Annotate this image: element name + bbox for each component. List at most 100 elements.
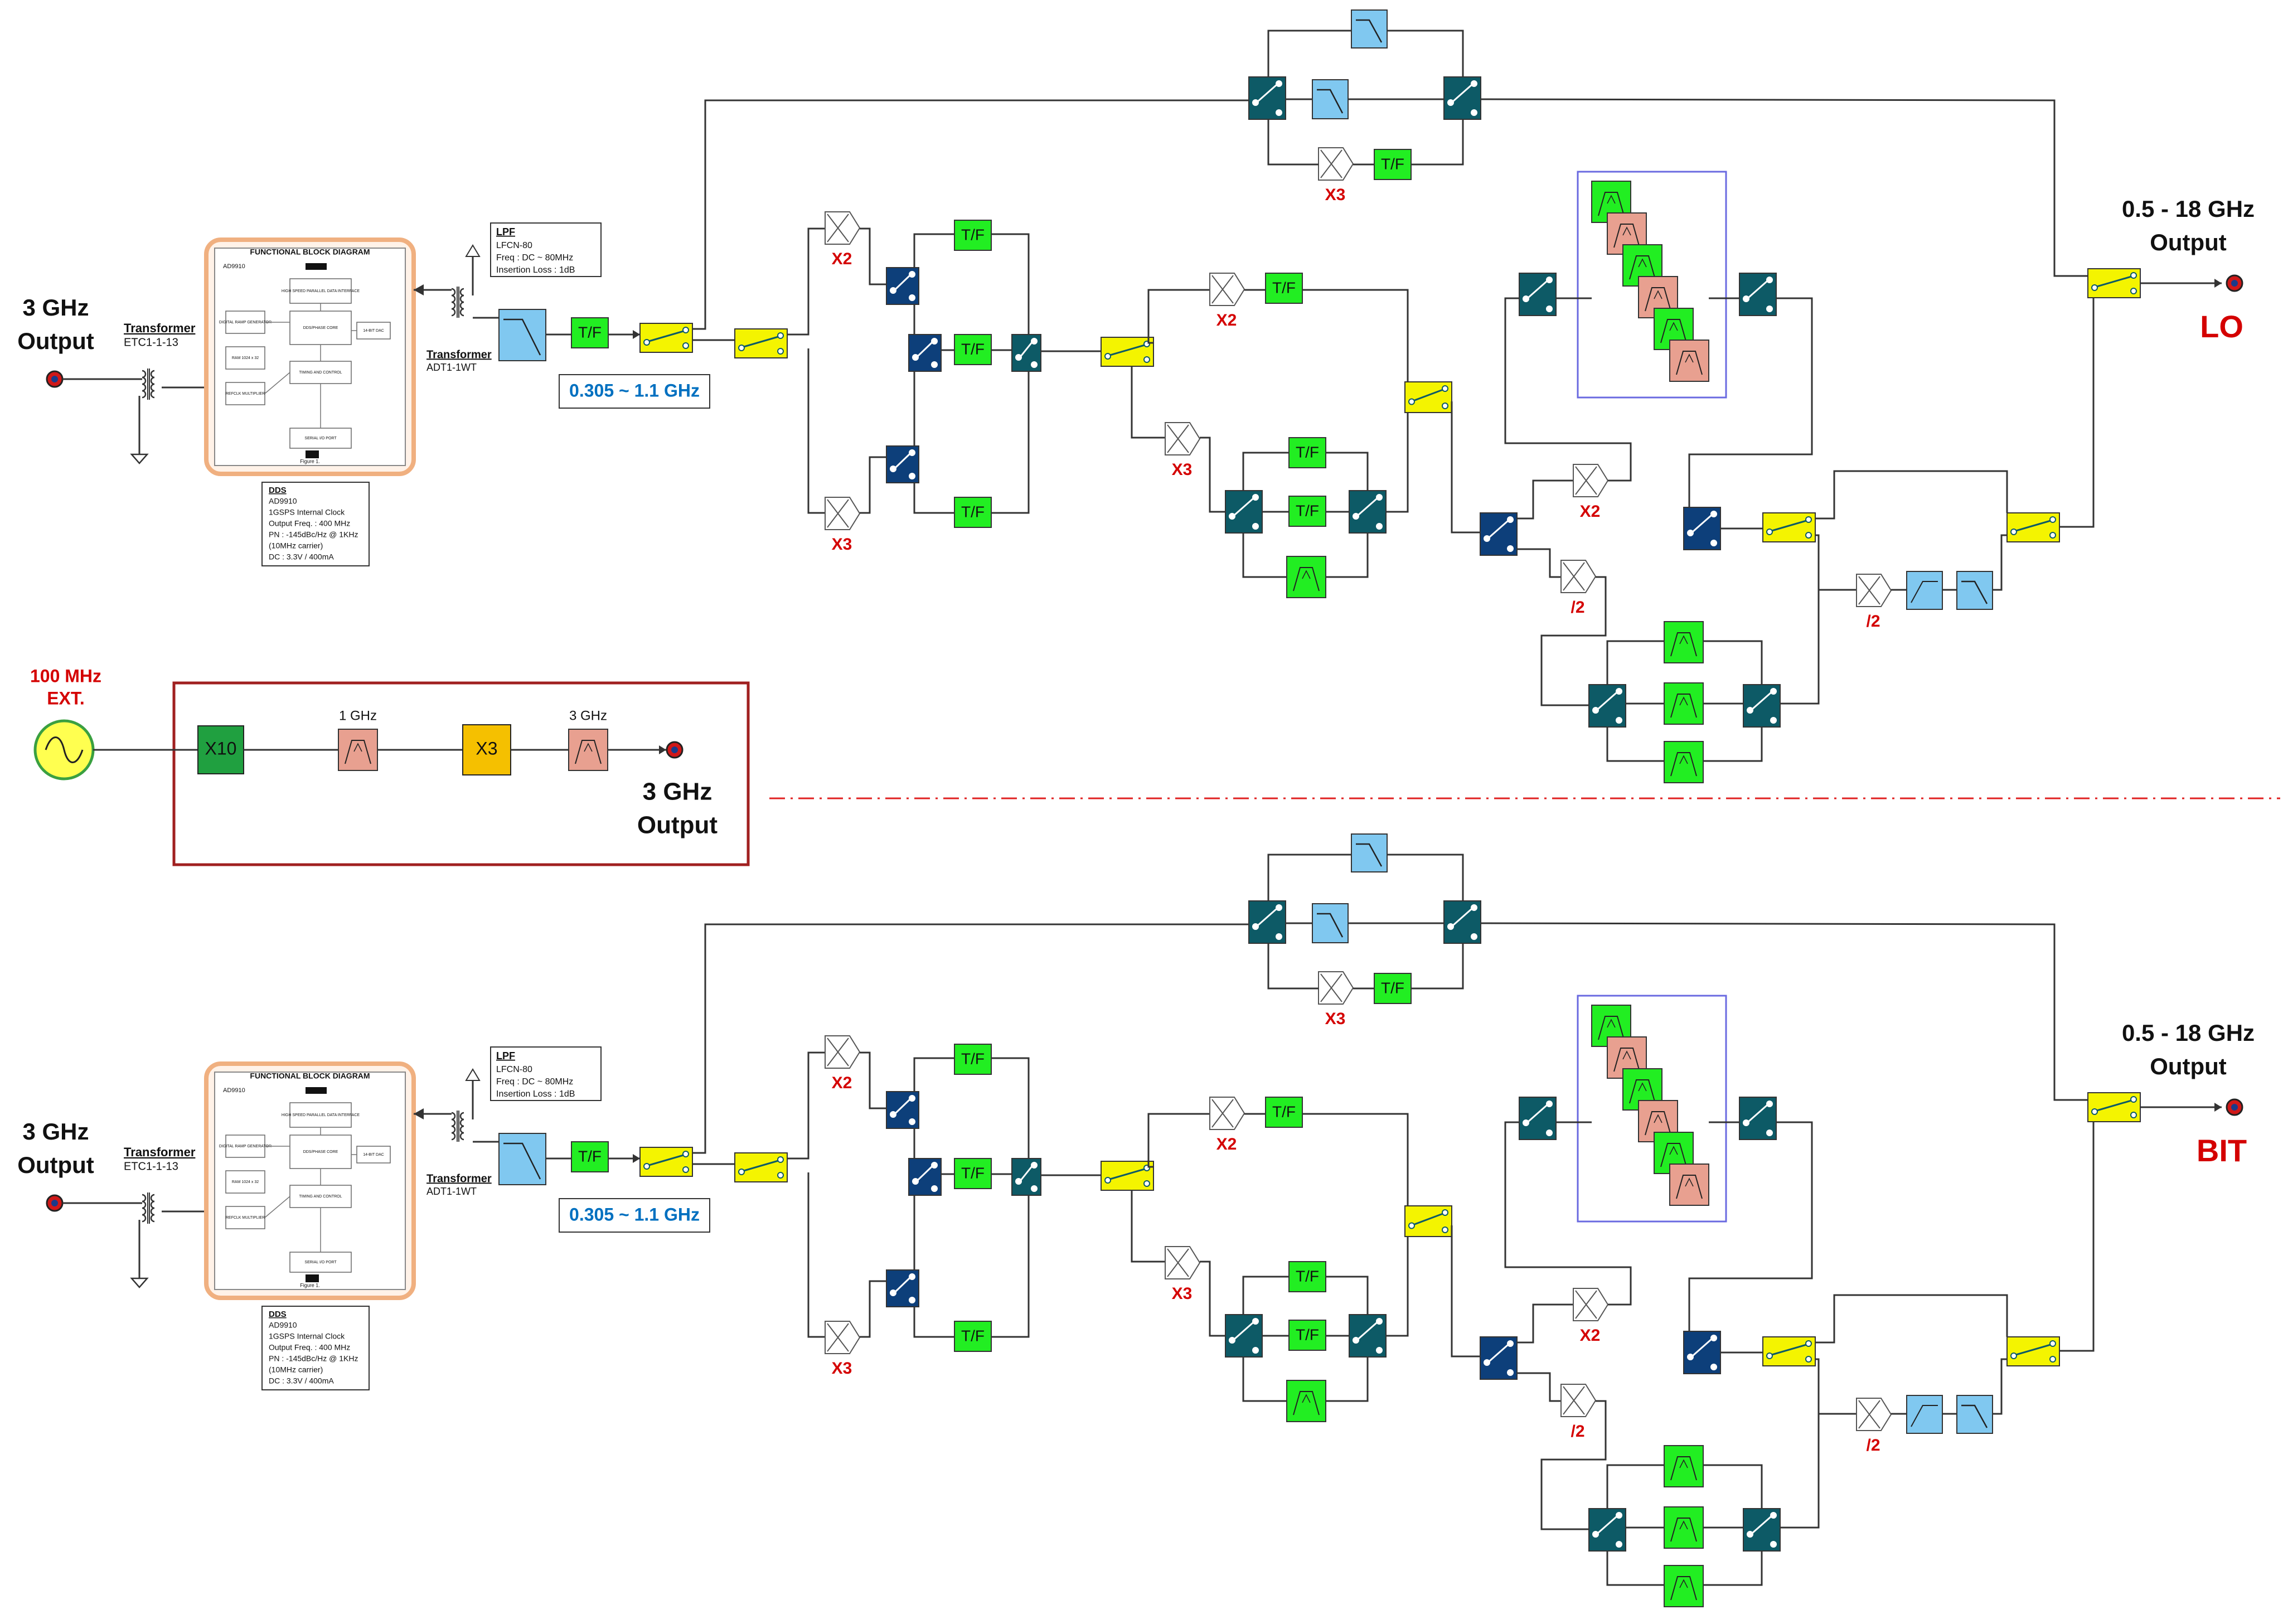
highpass-filter-icon <box>1906 571 1943 610</box>
tf-block: T/F <box>1288 437 1326 468</box>
switch-stage3 <box>1404 1205 1452 1237</box>
signal-wire <box>991 371 1030 514</box>
bandpass-filter-icon <box>1664 1565 1704 1607</box>
signal-wire <box>1606 1464 1664 1509</box>
multiplier-icon: X2 <box>1209 1097 1245 1153</box>
x3-label: X3 <box>476 738 497 758</box>
dds-block-label: SERIAL I/O PORT <box>304 437 337 440</box>
multiplier-label: /2 <box>1866 1436 1880 1455</box>
reference-chain-frame <box>172 681 750 866</box>
switch-stage2 <box>1101 337 1154 367</box>
lpf-info-line: Insertion Loss : 1dB <box>496 1089 575 1099</box>
signal-wire <box>1267 943 1319 990</box>
arrow-head-icon <box>414 284 424 295</box>
multiplier-label: X2 <box>832 1074 852 1092</box>
tf-block: T/F <box>1374 973 1412 1004</box>
tf-block: T/F <box>1265 1097 1303 1128</box>
ground-icon <box>130 453 149 464</box>
multiplier-label: X3 <box>1325 186 1346 204</box>
signal-wire <box>1131 366 1165 439</box>
signal-wire <box>1480 922 2088 1101</box>
multiplier-icon: X3 <box>1165 1246 1201 1303</box>
band-label-box: 0.305 ~ 1.1 GHz <box>559 374 710 409</box>
switch-bank-left <box>1248 900 1286 944</box>
tf-label: T/F <box>578 1147 602 1165</box>
transformer-icon <box>451 287 464 318</box>
dds-block-label: SERIAL I/O PORT <box>304 1261 337 1264</box>
signal-wire <box>1517 479 1573 520</box>
tf-label: T/F <box>1272 279 1296 296</box>
signal-wire <box>1517 1372 1561 1402</box>
source-label-line1: 100 MHz <box>30 666 101 686</box>
signal-wire <box>1688 297 1813 513</box>
bandpass-filter-icon <box>1664 1445 1704 1487</box>
output-label-line1: 0.5 - 18 GHz <box>2122 196 2255 222</box>
dds-info-line: (10MHz carrier) <box>269 541 323 550</box>
tf-block: T/F <box>1288 496 1326 527</box>
multiplier-icon: X2 <box>1573 464 1609 521</box>
tf-block: T/F <box>954 1158 992 1189</box>
signal-wire <box>1606 640 1664 685</box>
switch-bank5-in <box>1588 684 1626 728</box>
signal-wire <box>1242 533 1287 578</box>
transformer-icon <box>451 1111 464 1142</box>
source-label-line2: EXT. <box>47 688 85 708</box>
signal-wire <box>1993 534 2007 591</box>
dds-block-label: 14-BIT DAC <box>363 1153 384 1157</box>
tf-label: T/F <box>961 503 985 520</box>
dds-info-line: (10MHz carrier) <box>269 1365 323 1374</box>
switch-bank5-out <box>1743 1508 1781 1552</box>
dds-info-line: AD9910 <box>269 1321 297 1330</box>
sine-source-icon <box>33 719 95 781</box>
tf-block: T/F <box>1265 273 1303 304</box>
tf-label: T/F <box>1381 155 1404 172</box>
signal-wire <box>991 233 1030 335</box>
switch-bank5-out <box>1743 684 1781 728</box>
multiplier-icon: X3 <box>1318 971 1354 1028</box>
rf-port-icon <box>46 1194 64 1212</box>
signal-wire <box>1326 452 1369 491</box>
x3-multiplier-block: X3 <box>462 724 511 775</box>
ref-output-label-line1: 3 GHz <box>643 778 712 806</box>
dds-block-label: TIMING AND CONTROL <box>299 1195 342 1199</box>
signal-wire <box>1517 1303 1573 1344</box>
dds-block-label: DIGITAL RAMP GENERATOR <box>219 321 272 324</box>
signal-wire <box>1267 119 1319 166</box>
switch-bank2-in-c <box>886 1269 919 1307</box>
switch-bank3-in <box>1225 1314 1263 1358</box>
signal-wire <box>913 1307 954 1338</box>
output-label-line2: Output <box>2150 1053 2227 1079</box>
dds-info-line: PN : -145dBc/Hz @ 1KHz <box>269 530 358 539</box>
dds-info-line: DC : 3.3V / 400mA <box>269 552 334 561</box>
signal-wire <box>1267 30 1351 77</box>
dds-internal-block <box>225 1170 265 1194</box>
signal-wire <box>807 1172 825 1338</box>
tf-label: T/F <box>961 1164 985 1181</box>
dds-header: FUNCTIONAL BLOCK DIAGRAM <box>250 248 370 256</box>
switch-bank2-out <box>1011 334 1041 372</box>
lowpass-filter-icon <box>1312 903 1349 943</box>
multiplier-icon: /2 <box>1856 1398 1892 1455</box>
dds-block-label: HIGH SPEED PARALLEL DATA INTERFACE <box>282 289 360 293</box>
antenna-arrow-icon <box>465 1068 481 1081</box>
signal-wire <box>1703 727 1763 762</box>
signal-wire <box>913 233 954 268</box>
x10-label: X10 <box>205 738 237 758</box>
dds-internal-block <box>289 1102 352 1128</box>
switch-stage6 <box>1762 512 1816 542</box>
filter-bank-frame <box>1577 995 1727 1223</box>
dds-block-label: HIGH SPEED PARALLEL DATA INTERFACE <box>282 1113 360 1117</box>
signal-wire <box>1703 640 1763 685</box>
switch-bank-right <box>1443 900 1481 944</box>
multiplier-label: X2 <box>1216 1135 1237 1153</box>
input-label-line1: 3 GHz <box>22 1118 89 1145</box>
lpf-title: LPF <box>496 226 515 237</box>
multiplier-label: X2 <box>1580 1326 1601 1345</box>
signal-wire <box>1451 401 1480 534</box>
lowpass-filter-icon <box>498 1133 546 1185</box>
tf-block: T/F <box>954 334 992 365</box>
bandpass-filter-icon <box>1669 1164 1709 1206</box>
multiplier-icon: X3 <box>1318 147 1354 204</box>
